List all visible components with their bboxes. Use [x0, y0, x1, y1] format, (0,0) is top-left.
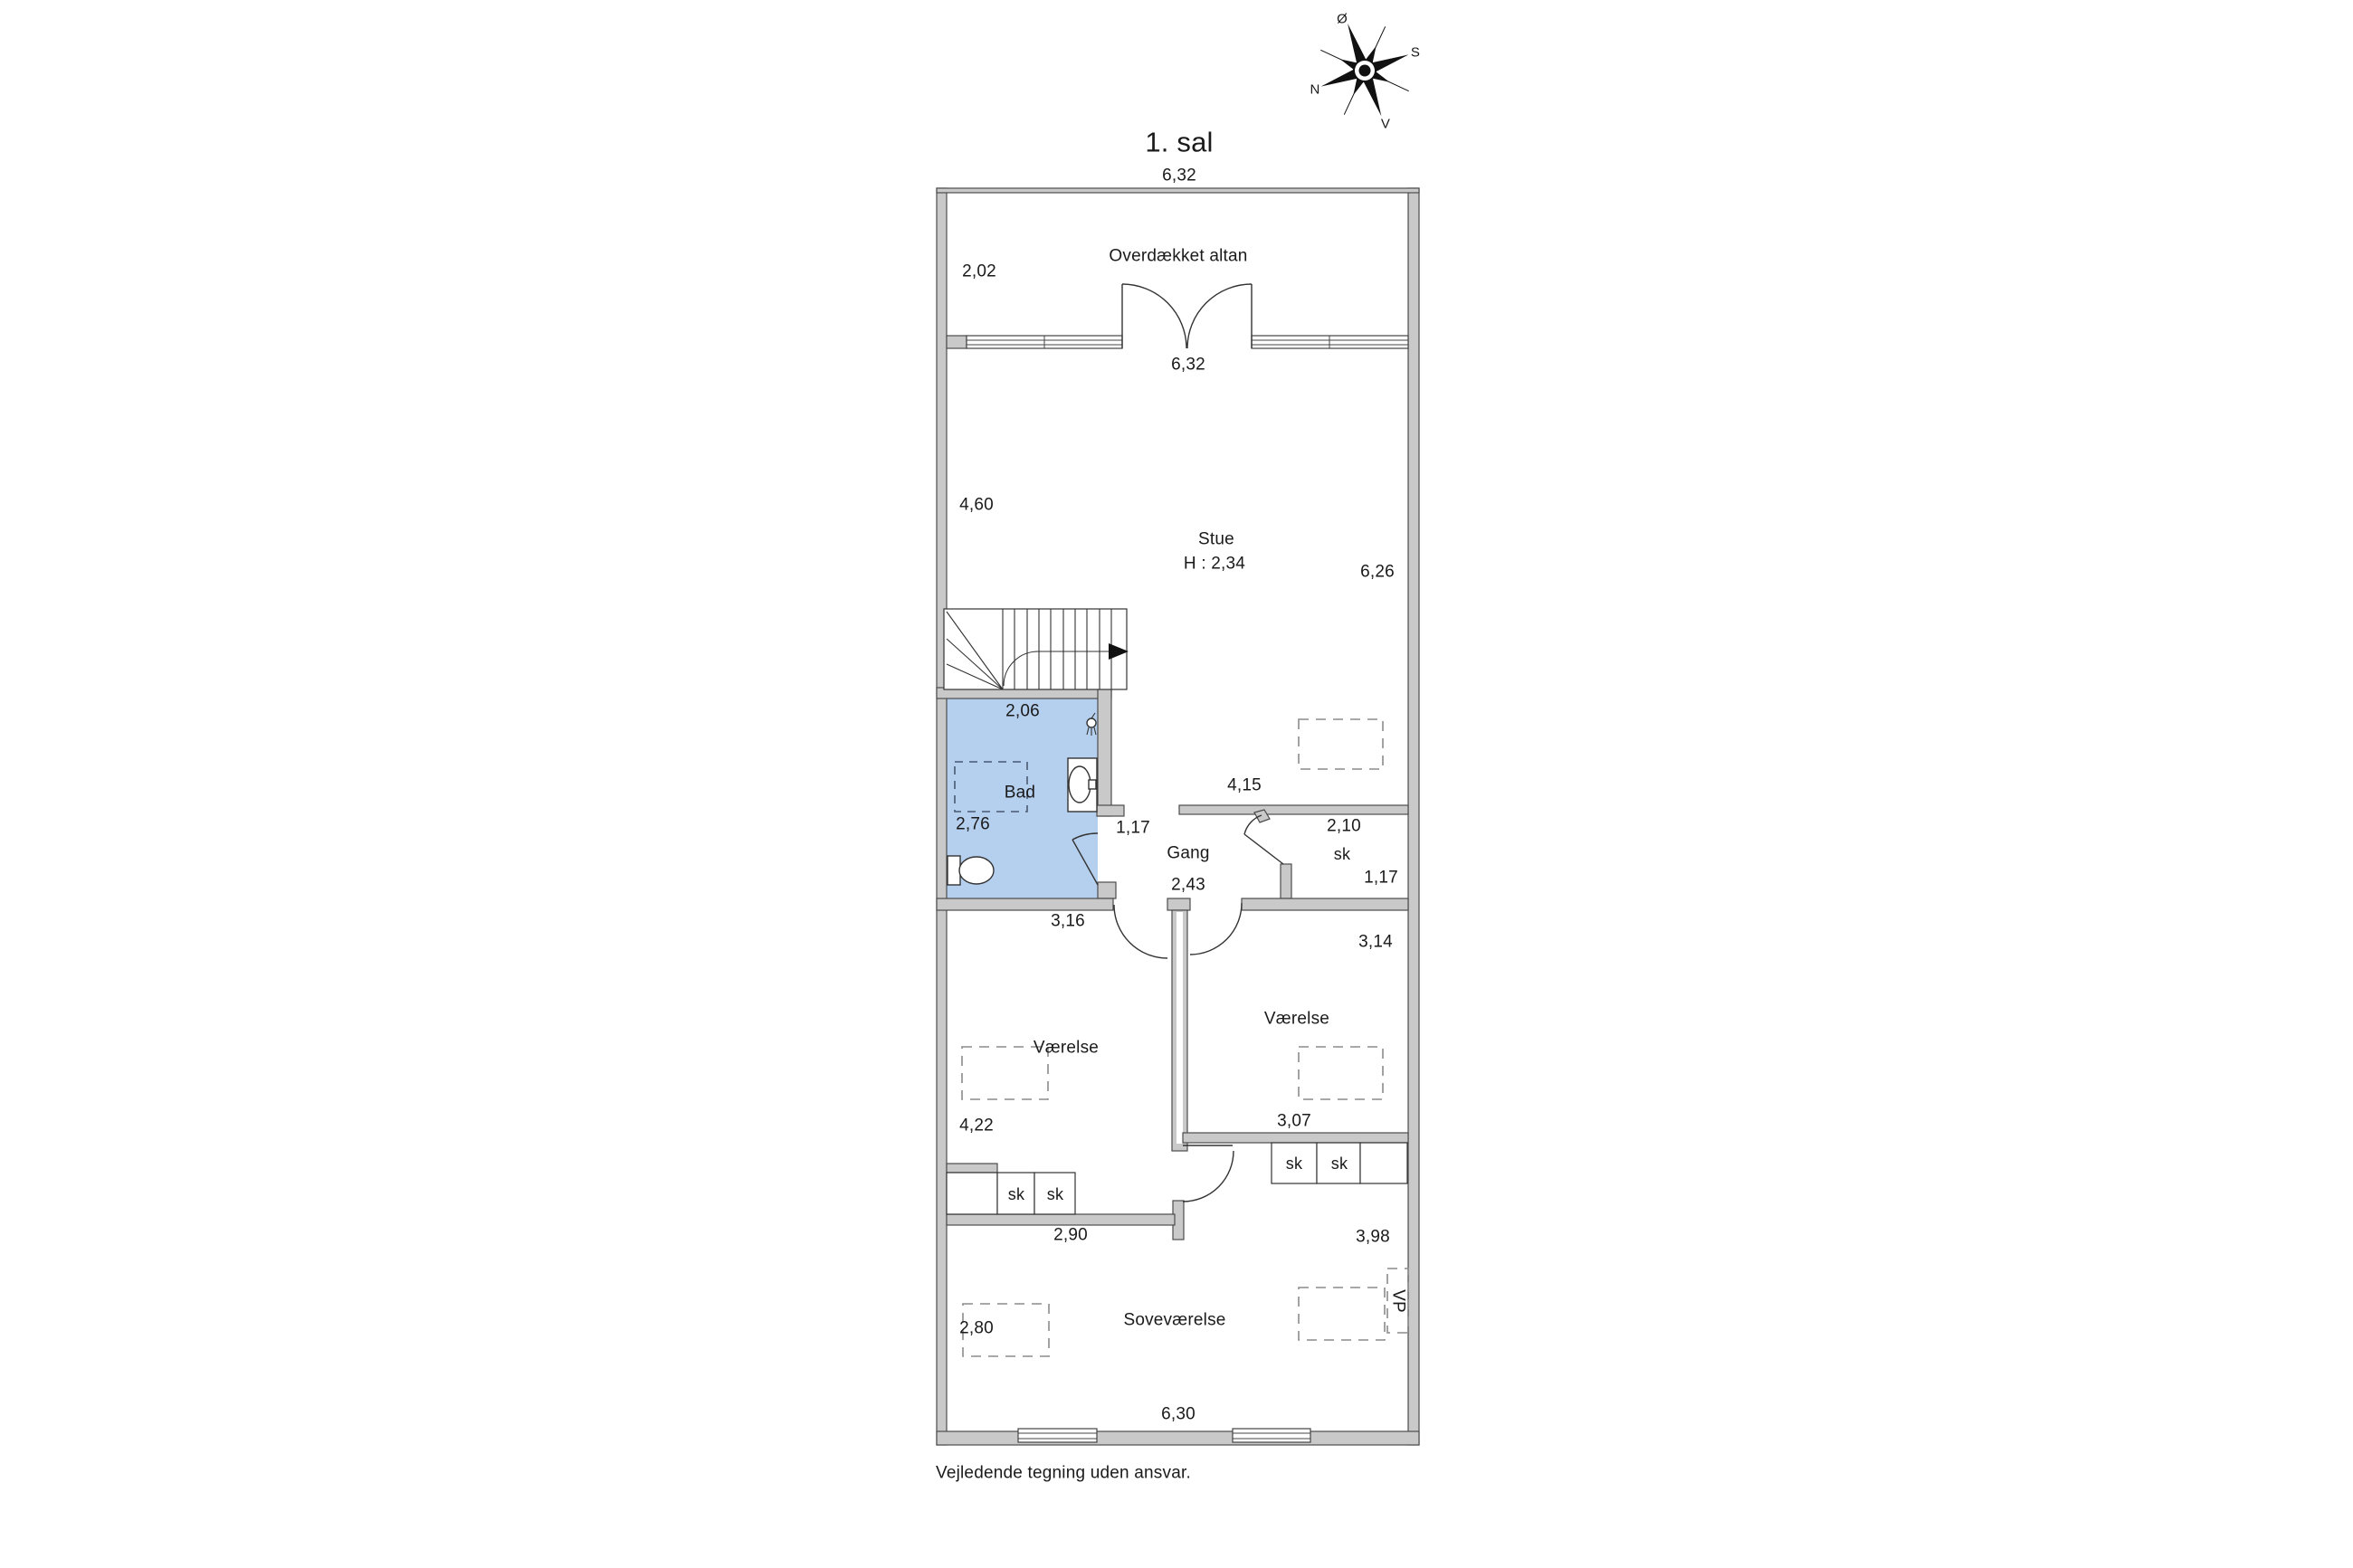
balcony-door-right-swing	[1186, 283, 1253, 349]
dim-vaerelse-right-top: 3,14	[1358, 932, 1393, 952]
wall-stue-gang	[1178, 804, 1409, 815]
closets	[946, 1142, 1408, 1215]
wall-bath-right-cap	[1096, 804, 1125, 817]
balcony-door-left-swing	[1121, 283, 1187, 349]
furniture-vaerelse-left-dashed	[961, 1046, 1049, 1100]
dim-stue-left: 4,60	[959, 495, 994, 515]
dim-bad-door: 1,17	[1116, 818, 1150, 838]
closet-label-sk2-right: sk	[1330, 1155, 1348, 1173]
compass-label-south: S	[1410, 44, 1421, 61]
closet-label-sk1-right: sk	[1285, 1155, 1303, 1173]
closet-cell-sk1-right	[1271, 1142, 1318, 1184]
toilet-tank-icon	[947, 855, 961, 886]
dim-sovevaerelse-top-left: 2,90	[1053, 1225, 1088, 1245]
compass-major-points	[1319, 21, 1411, 119]
closet-cell-sk2-left	[1034, 1172, 1076, 1215]
wall-gang-south-left	[936, 898, 1114, 911]
heatpump-label: VP	[1388, 1289, 1408, 1313]
dim-stue-wall: 4,15	[1227, 775, 1262, 795]
dim-sovevaerelse-top-right: 3,98	[1356, 1227, 1390, 1247]
closet-cell-blank-left	[946, 1172, 998, 1215]
closet-cell-blank-right	[1359, 1142, 1408, 1184]
windows	[966, 335, 1409, 1443]
staircase	[943, 608, 1129, 690]
closet-cell-sk1-left	[996, 1172, 1035, 1215]
dim-closet-room-right: 1,17	[1364, 868, 1398, 888]
page-title: 1. sal	[1145, 126, 1214, 158]
stairs-direction-arrow	[1109, 643, 1129, 660]
wall-central-core	[1176, 912, 1183, 1144]
dim-sovevaerelse-bottom: 6,30	[1161, 1404, 1196, 1424]
wall-bath-right-stub	[1097, 881, 1117, 899]
wall-closet-left-stub	[1280, 863, 1292, 899]
furniture-sovevaerelse-right-dashed	[1298, 1287, 1386, 1341]
furniture-placeholders	[961, 718, 1409, 1357]
window-bedroom-right	[1232, 1428, 1311, 1443]
compass-label-north: N	[1310, 81, 1320, 98]
wall-gang-south-cap	[1167, 898, 1191, 911]
dim-stue-width: 6,32	[1171, 355, 1205, 375]
vaerelse-left-door-swing	[1113, 904, 1168, 959]
room-label-balcony: Overdækket altan	[1109, 246, 1248, 266]
shower-area-dashed	[954, 761, 1028, 813]
sink-tap-icon	[1088, 779, 1097, 790]
sovevaerelse-door-swing	[1182, 1150, 1234, 1202]
dim-gang: 2,43	[1171, 875, 1205, 895]
room-label-vaerelse-left: Værelse	[1033, 1038, 1100, 1058]
bathroom-door-leaf	[1072, 839, 1099, 886]
closet-label-sk1-left: sk	[1007, 1185, 1025, 1203]
furniture-sovevaerelse-left-dashed	[962, 1303, 1050, 1357]
bathroom-fixtures	[947, 712, 1098, 886]
room-label-vaerelse-right: Værelse	[1263, 1009, 1330, 1029]
closet-door-swing	[1243, 814, 1262, 835]
bathroom-door-swing	[1072, 832, 1099, 841]
dim-balcony-width: 6,32	[1162, 166, 1196, 185]
closet-label-sk2-left: sk	[1046, 1185, 1064, 1203]
room-label-stue: Stue	[1198, 529, 1234, 549]
stue-ceiling-height: H : 2,34	[1183, 554, 1246, 574]
stairs-treads	[946, 609, 1112, 690]
wall-facade-left-piece	[946, 335, 967, 349]
window-bedroom-left	[1017, 1428, 1098, 1443]
dim-closet-room-top: 2,10	[1327, 816, 1361, 836]
dim-vaerelse-left-side: 4,22	[959, 1116, 994, 1136]
dim-balcony-depth: 2,02	[962, 261, 996, 281]
disclaimer-text: Vejledende tegning uden ansvar.	[936, 1463, 1191, 1483]
wall-closet-door-stub	[1253, 809, 1271, 823]
wall-right-exterior	[1407, 187, 1420, 1446]
compass-label-west: V	[1380, 116, 1391, 132]
wall-bottom-exterior	[936, 1430, 1420, 1446]
dim-stue-right: 6,26	[1360, 562, 1395, 582]
stairs-walkline-curve	[1003, 651, 1039, 687]
closet-door-leaf	[1243, 833, 1284, 865]
wall-balcony-top	[936, 187, 1420, 194]
vaerelse-right-door-swing	[1189, 902, 1243, 955]
room-label-gang: Gang	[1167, 843, 1210, 863]
wall-gang-south-right	[1241, 898, 1409, 911]
furniture-stue-dashed	[1298, 718, 1384, 770]
furniture-vaerelse-right-dashed	[1298, 1046, 1384, 1100]
wall-closet-nook-stub	[946, 1163, 998, 1174]
wall-bath-right	[1097, 687, 1112, 817]
compass-label-east: Ø	[1337, 11, 1348, 27]
dim-bad-left: 2,76	[956, 814, 990, 834]
dim-sovevaerelse-left: 2,80	[959, 1318, 994, 1338]
room-label-closet: sk	[1333, 845, 1351, 863]
room-label-bad: Bad	[1004, 783, 1036, 803]
stairs-outline	[943, 608, 1128, 690]
wall-vaerelse-left-south	[946, 1213, 1176, 1226]
dim-vaerelse-right-bottom: 3,07	[1277, 1111, 1311, 1131]
dim-bad-top: 2,06	[1005, 701, 1040, 721]
heatpump-dashed	[1386, 1268, 1409, 1334]
sink-basin-icon	[1068, 765, 1091, 803]
room-label-sovevaerelse: Soveværelse	[1123, 1310, 1226, 1330]
toilet-bowl-icon	[958, 856, 995, 885]
shower-head-icon	[1086, 712, 1097, 736]
wall-vaerelse-right-south	[1182, 1132, 1409, 1144]
dim-vaerelse-left-top: 3,16	[1051, 911, 1085, 931]
doors	[1072, 283, 1284, 1202]
wall-left-exterior	[936, 187, 948, 1446]
compass-rose	[1319, 21, 1411, 119]
